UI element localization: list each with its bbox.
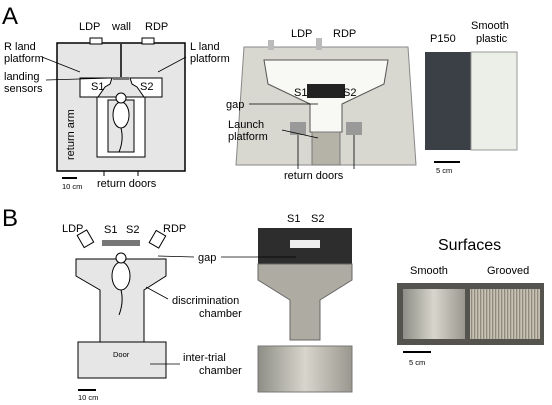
leader-launch-platform xyxy=(281,129,319,139)
label-s2-a: S2 xyxy=(140,81,153,93)
label-inter-trial-2: chamber xyxy=(199,365,242,377)
label-ldp-b: LDP xyxy=(62,223,83,235)
label-return-doors-a: return doors xyxy=(97,178,157,190)
panel-b-photo: S1 S2 gap discrimination chamber inter-t… xyxy=(145,213,353,393)
rdp-photo xyxy=(316,38,322,50)
ldp-dispenser-b xyxy=(76,229,95,249)
label-smooth-plastic-1: Smooth xyxy=(471,20,509,32)
label-photo-rdp: RDP xyxy=(333,28,356,40)
label-scale-5cm-a: 5 cm xyxy=(436,166,452,175)
label-s1-a: S1 xyxy=(91,81,104,93)
label-launch-platform-1: Launch xyxy=(228,119,264,131)
label-photo-s2: S2 xyxy=(343,87,356,99)
inter-trial-chamber-shape xyxy=(77,341,167,379)
photo-b-chamber xyxy=(257,263,353,341)
rat-body xyxy=(112,101,130,129)
rdp-dispenser-b xyxy=(148,229,167,249)
panel-a-schematic: LDP wall RDP R land platform L land plat… xyxy=(4,21,230,191)
return-door-photo-right xyxy=(346,122,362,135)
panel-b-letter: B xyxy=(2,205,18,232)
ldp-photo xyxy=(268,40,274,50)
smooth-sample-b xyxy=(403,289,465,339)
label-photo-s1: S1 xyxy=(294,87,307,99)
label-rdp-b: RDP xyxy=(163,223,186,235)
label-photo-ldp: LDP xyxy=(291,28,312,40)
label-scale-10cm-b: 10 cm xyxy=(78,393,98,402)
label-inter-trial-1: inter-trial xyxy=(183,352,226,364)
rat-tail xyxy=(118,127,123,153)
rdp-dispenser xyxy=(141,37,155,45)
label-r-land-platform-1: R land xyxy=(4,41,36,53)
rat-body-b xyxy=(111,261,131,291)
label-photo-b-s1: S1 xyxy=(287,213,300,225)
label-landing-sensors-1: landing xyxy=(4,71,39,83)
label-s1-b: S1 xyxy=(104,224,117,236)
label-return-arm: return arm xyxy=(65,109,77,160)
rat-head-b xyxy=(115,252,127,264)
label-scale-10cm-a: 10 cm xyxy=(62,182,82,191)
label-gap-a: gap xyxy=(226,99,244,111)
panel-a-surfaces: P150 Smooth plastic 5 cm xyxy=(425,20,518,175)
sensor-bar-b xyxy=(102,240,140,246)
leader-gap-b-left xyxy=(157,255,195,258)
panel-b-surfaces: Surfaces Smooth Grooved 5 cm xyxy=(397,237,544,367)
panel-a-letter: A xyxy=(2,3,18,30)
label-photo-return-doors: return doors xyxy=(284,170,344,182)
label-smooth-plastic-2: plastic xyxy=(476,33,508,45)
leader-discrimination xyxy=(145,286,169,300)
leader-r-land xyxy=(41,56,81,73)
label-gap-b: gap xyxy=(198,252,216,264)
label-scale-5cm-b: 5 cm xyxy=(409,358,425,367)
return-door-photo-left xyxy=(290,122,306,135)
label-door: Door xyxy=(113,350,130,359)
label-l-land-platform-1: L land xyxy=(190,41,220,53)
leader-l-land xyxy=(157,56,187,73)
panel-a-photo: LDP RDP S1 S2 gap Launch platform return… xyxy=(226,28,417,182)
label-grooved: Grooved xyxy=(487,265,529,277)
p150-sample xyxy=(425,52,471,150)
landing-sensor-bar xyxy=(113,77,129,80)
label-p150: P150 xyxy=(430,33,456,45)
photo-b-sensors xyxy=(290,240,320,248)
label-smooth-b: Smooth xyxy=(410,265,448,277)
rat-tail-b xyxy=(118,289,123,316)
panel-b-schematic: LDP S1 S2 RDP Door 10 cm xyxy=(62,223,186,402)
label-r-land-platform-2: platform xyxy=(4,53,44,65)
label-ldp: LDP xyxy=(79,21,100,33)
label-landing-sensors-2: sensors xyxy=(4,83,43,95)
grooved-sample-b xyxy=(470,289,540,339)
l-land-platform-shape xyxy=(129,77,163,98)
leader-landing-sensors xyxy=(45,77,114,81)
launch-platform-photo xyxy=(311,131,341,166)
ldp-dispenser xyxy=(89,37,103,45)
label-surfaces-title: Surfaces xyxy=(438,237,501,254)
label-wall: wall xyxy=(111,21,131,33)
rat-head xyxy=(115,92,127,104)
photo-b-inter-trial xyxy=(257,345,353,393)
label-photo-b-s2: S2 xyxy=(311,213,324,225)
label-discrimination-1: discrimination xyxy=(172,295,239,307)
sensor-block-photo xyxy=(307,84,345,98)
label-s2-b: S2 xyxy=(126,224,139,236)
label-rdp: RDP xyxy=(145,21,168,33)
label-discrimination-2: chamber xyxy=(199,308,242,320)
label-launch-platform-2: platform xyxy=(228,131,268,143)
label-l-land-platform-2: platform xyxy=(190,53,230,65)
smooth-plastic-sample xyxy=(470,51,518,151)
